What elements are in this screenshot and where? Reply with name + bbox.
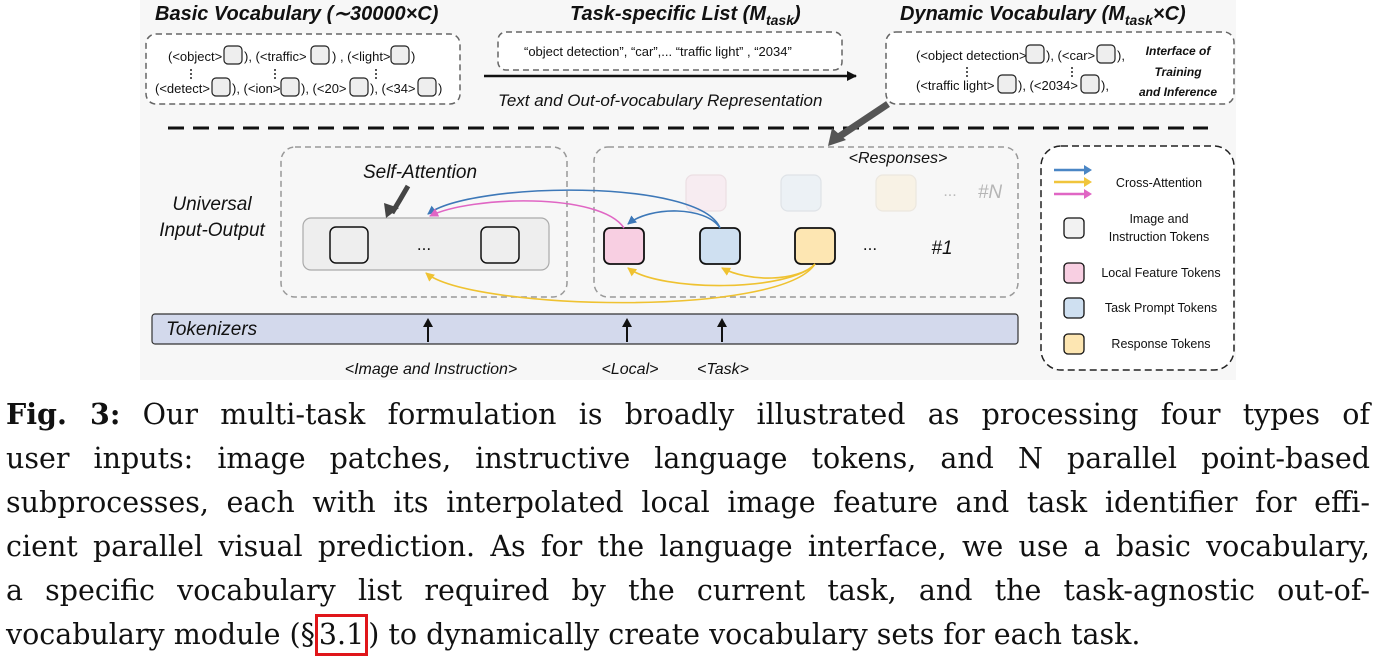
token-box — [1096, 44, 1116, 64]
svg-text:(<detect>: (<detect> — [155, 81, 210, 96]
svg-text:), (<2034>: ), (<2034> — [1018, 78, 1078, 93]
legend-swatch-image-instruction — [1063, 217, 1085, 239]
responses-region — [593, 146, 1019, 298]
basic-vocabulary-title: Basic Vocabulary (∼30000×C) — [155, 3, 439, 25]
svg-text:), (<34>: ), (<34> — [370, 81, 416, 96]
task-list: “object detection”, “car”,... “traffic l… — [524, 44, 792, 59]
response-ellipsis: ... — [863, 235, 877, 254]
legend-swatch-response — [1063, 333, 1085, 355]
response-token — [794, 227, 836, 265]
image-instruction-input-label: <Image and Instruction> — [345, 361, 518, 378]
legend-swatch-task-prompt — [1063, 297, 1085, 319]
svg-text:Training: Training — [1154, 65, 1202, 79]
caption-line-5: a specific vocabulary list required by t… — [6, 574, 1370, 607]
svg-text:(<object detection>: (<object detection> — [916, 48, 1027, 63]
task-specific-list-title: Task-specific List (Mtask) — [570, 3, 801, 28]
universal-label-line-2: Input-Output — [159, 220, 265, 241]
token-box — [390, 45, 410, 65]
token-ellipsis: ... — [417, 235, 431, 254]
cross-attention-arrow-yellow-1 — [425, 263, 816, 304]
faded-ellipsis: ... — [943, 183, 956, 200]
caption-label: Fig. 3: — [6, 397, 121, 431]
legend-image-instruction-line-1: Image and — [1129, 212, 1188, 226]
caption-line-2: user inputs: image patches, instructive … — [6, 442, 1370, 475]
section-reference-link[interactable]: 3.1 — [314, 614, 369, 656]
vertical-ellipsis — [966, 67, 1073, 77]
task-list-box — [497, 31, 843, 71]
local-feature-token — [603, 227, 645, 265]
arrow-label: Text and Out-of-vocabulary Representatio… — [498, 91, 822, 110]
dynamic-vocabulary-title: Dynamic Vocabulary (Mtask×C) — [900, 3, 1186, 28]
svg-text:(<object>: (<object> — [168, 49, 222, 64]
legend-response: Response Tokens — [1111, 337, 1210, 351]
cross-attention-arrow-yellow-3 — [721, 263, 816, 279]
cross-attention-arrow-pink — [429, 200, 625, 229]
svg-text:and Inference: and Inference — [1139, 85, 1217, 99]
parallel-n-label: #N — [978, 182, 1003, 203]
svg-text:), (<car>: ), (<car> — [1046, 48, 1095, 63]
universal-label-line-1: Universal — [172, 194, 252, 215]
vertical-ellipsis — [190, 69, 377, 79]
svg-text:), (<traffic>: ), (<traffic> — [244, 49, 307, 64]
svg-text:(<traffic light>: (<traffic light> — [916, 78, 995, 93]
task-input-label: <Task> — [697, 361, 749, 378]
token-box — [1080, 74, 1100, 94]
svg-text:), (<20>: ), (<20> — [301, 81, 347, 96]
svg-text:) , (<light>: ) , (<light> — [332, 49, 391, 64]
token-box — [997, 74, 1017, 94]
figure: Basic Vocabulary (∼30000×C) Task-specifi… — [145, 3, 1235, 378]
svg-text:),: ), — [1101, 78, 1109, 93]
token-box — [1025, 44, 1045, 64]
caption-line-3: subprocesses, each with its interpolated… — [6, 486, 1370, 519]
svg-text:), (<ion>: ), (<ion> — [232, 81, 280, 96]
caption-line-6: vocabulary module (§3.1) to dynamically … — [6, 613, 1370, 657]
token-box — [223, 45, 243, 65]
parallel-1-label: #1 — [931, 238, 952, 259]
caption-line-4: cient parallel visual prediction. As for… — [6, 530, 1370, 563]
token-box — [310, 45, 330, 65]
self-attention-label: Self-Attention — [363, 162, 477, 183]
legend-image-instruction-line-2: Instruction Tokens — [1109, 230, 1210, 244]
cross-attention-arrow-blue — [427, 189, 721, 229]
svg-text:): ) — [411, 49, 415, 64]
basic-vocabulary-row-2: (<detect> ), (<ion> ), (<20> ), (<34> ) — [155, 77, 442, 97]
parallel-n-row — [685, 174, 917, 212]
legend-local-feature: Local Feature Tokens — [1101, 266, 1220, 280]
token-box — [417, 77, 437, 97]
dynamic-vocabulary-row-1: (<object detection> ), (<car> ), — [916, 44, 1125, 64]
responses-label: <Responses> — [849, 150, 948, 167]
instruction-token — [480, 226, 520, 264]
input-region — [280, 146, 568, 298]
figure-caption: Fig. 3: Our multi-task formulation is br… — [6, 392, 1370, 657]
tokenizers-label: Tokenizers — [166, 319, 258, 340]
token-box — [349, 77, 369, 97]
vocabulary-to-responses-arrow — [832, 101, 890, 143]
cross-attention-arrow-blue-2 — [627, 210, 721, 229]
tokenizers-bar — [151, 313, 1019, 345]
image-token — [329, 226, 369, 264]
legend-task-prompt: Task Prompt Tokens — [1105, 301, 1217, 315]
svg-text:): ) — [438, 81, 442, 96]
token-box — [280, 77, 300, 97]
legend-cross-attention: Cross-Attention — [1116, 176, 1202, 190]
basic-vocabulary-row-1: (<object> ), (<traffic> ) , (<light> ) — [168, 45, 415, 65]
svg-text:Interface of: Interface of — [1146, 44, 1212, 58]
legend-arrow-icons — [1054, 165, 1092, 199]
svg-text:),: ), — [1117, 48, 1125, 63]
legend — [1040, 145, 1235, 371]
caption-line-1: Fig. 3: Our multi-task formulation is br… — [6, 397, 1370, 431]
local-input-label: <Local> — [602, 361, 659, 378]
interface-label: Interface of Training and Inference — [1139, 44, 1217, 99]
dynamic-vocabulary-row-2: (<traffic light> ), (<2034> ), — [916, 74, 1109, 94]
token-box — [211, 77, 231, 97]
legend-swatch-local-feature — [1063, 262, 1085, 284]
dynamic-vocabulary-box — [885, 31, 1235, 105]
task-prompt-token — [699, 227, 741, 265]
